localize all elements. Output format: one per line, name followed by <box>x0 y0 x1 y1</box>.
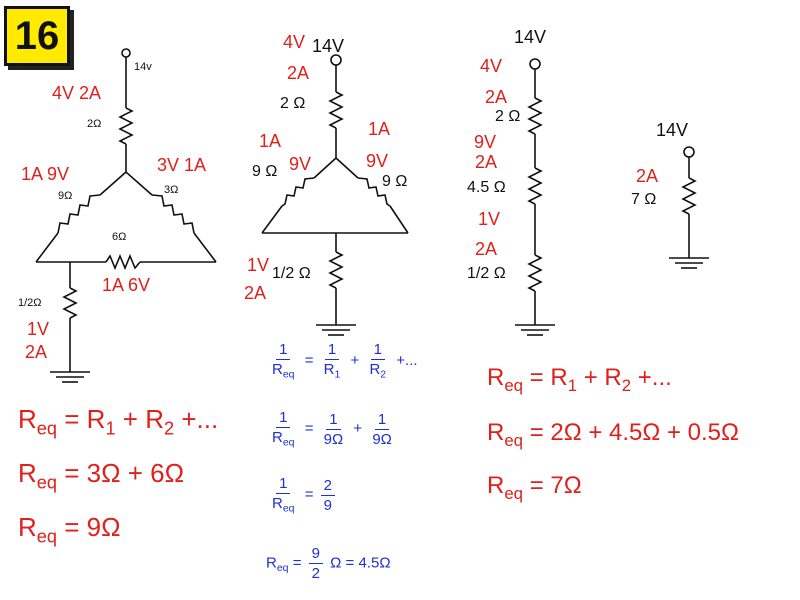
circuit2-r-left-label: 9 Ω <box>252 163 278 180</box>
right-eq-line3: Req = 7Ω <box>487 472 582 503</box>
circuit2-right-voltage: 9V <box>366 151 389 171</box>
circuit2-source-terminal <box>330 54 342 66</box>
circuit3-r2-voltage: 9V <box>474 132 497 152</box>
circuit3-resistor-1 <box>527 97 543 135</box>
circuit3-resistor-2 <box>527 167 543 205</box>
circuit3-resistor-3 <box>527 254 543 292</box>
circuit2-left-current: 1A <box>259 131 282 151</box>
circuit2-bottom-current: 2A <box>244 283 267 303</box>
circuit2-left-voltage: 9V <box>289 154 312 174</box>
circuit4-source-label: 14V <box>656 120 689 140</box>
circuit2-source-current: 2A <box>287 63 310 83</box>
circuit4-wires <box>669 146 709 269</box>
circuit1-left-annotation: 1A 9V <box>21 164 70 184</box>
circuit1-bottom-voltage: 1V <box>27 319 50 339</box>
circuit4-r-label: 7 Ω <box>631 191 657 208</box>
circuit1-r-left-label: 9Ω <box>58 190 73 202</box>
circuit2-resistor-right <box>357 177 391 207</box>
circuit2-resistor-top <box>328 91 344 129</box>
circuit1-top-annotation: 4V 2A <box>52 83 102 103</box>
circuit3-r3-label: 1/2 Ω <box>467 265 506 282</box>
left-eq-line1: Req = R1 + R2 +... <box>18 404 219 439</box>
circuit1-source-terminal <box>121 48 131 58</box>
circuit1-r-top-label: 2Ω <box>87 118 102 130</box>
circuit2-resistor-bottom <box>328 251 344 289</box>
circuit3-r2-label: 4.5 Ω <box>467 179 506 196</box>
circuit3-r2-current: 2A <box>475 152 498 172</box>
circuit1-right-annotation: 3V 1A <box>157 155 207 175</box>
circuit3-r3-current: 2A <box>475 239 498 259</box>
circuit1-r-bottom-label: 1/2Ω <box>18 297 42 309</box>
circuit1-resistor-right <box>151 194 195 234</box>
circuit1-bottom-current: 2A <box>25 342 48 362</box>
circuit2-right-current: 1A <box>368 119 391 139</box>
circuit2-bottom-voltage: 1V <box>247 255 270 275</box>
circuit3-r1-label: 2 Ω <box>495 108 521 125</box>
right-eq-line1: Req = R1 + R2 +... <box>487 364 672 395</box>
circuit1-resistor-bottom <box>62 287 78 319</box>
circuit4-resistor <box>681 177 697 215</box>
left-eq-line2: Req = 3Ω + 6Ω <box>18 458 185 493</box>
circuit2-r-bottom-label: 1/2 Ω <box>272 265 311 282</box>
circuit1-r-mid-label: 6Ω <box>112 231 127 243</box>
right-eq-line2: Req = 2Ω + 4.5Ω + 0.5Ω <box>487 419 739 450</box>
circuit1-r-right-label: 3Ω <box>164 184 179 196</box>
circuit1-mid-annotation: 1A 6V <box>102 275 151 295</box>
circuit3-wires <box>515 58 555 336</box>
left-eq-line3: Req = 9Ω <box>18 512 121 547</box>
circuit4-current: 2A <box>636 166 659 186</box>
circuit2-source-voltage: 4V <box>283 32 306 52</box>
circuit1-resistor-mid <box>105 253 141 271</box>
circuit3-source-current: 2A <box>485 87 508 107</box>
circuit1-resistor-top <box>118 107 134 145</box>
circuit3-source-voltage: 4V <box>480 56 503 76</box>
circuit1-resistor-left <box>57 194 101 234</box>
circuit4-source-terminal <box>683 146 695 158</box>
circuit2-wires <box>261 54 409 336</box>
circuit1-source-label: 14v <box>134 61 152 73</box>
circuit2-r-right-label: 9 Ω <box>382 173 408 190</box>
circuit2-resistor-left <box>281 177 315 207</box>
circuit3-source-terminal <box>529 58 541 70</box>
circuit2-r-top-label: 2 Ω <box>280 95 306 112</box>
circuit3-r3-voltage: 1V <box>478 209 501 229</box>
slide-number-badge: 16 <box>4 6 70 66</box>
circuit2-source-label: 14V <box>312 36 345 56</box>
circuit1-wires <box>35 48 217 383</box>
circuit3-source-label: 14V <box>514 27 547 47</box>
